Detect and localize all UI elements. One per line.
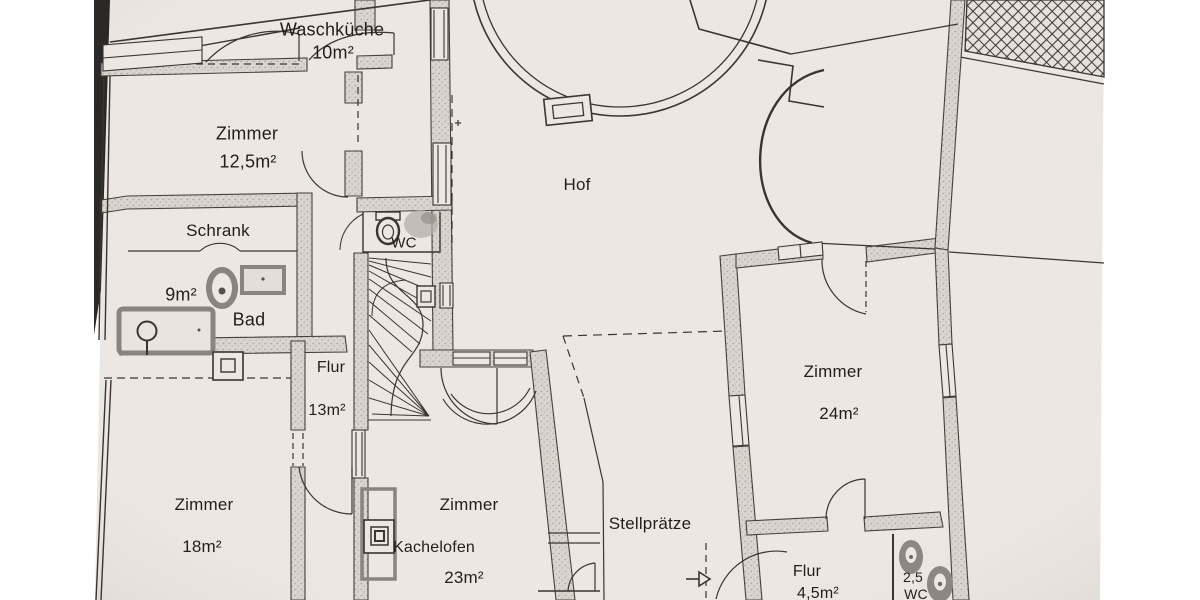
paper-shading: [95, 0, 1104, 600]
dashed-lines: [104, 63, 867, 600]
crosshatch-neighbor-area: [959, 0, 1105, 85]
wc25-fixtures: [899, 540, 953, 600]
kachelofen-icon: [360, 487, 397, 581]
entrance-arrow-icon: [686, 570, 712, 588]
hof-circle: [473, 0, 767, 127]
wc-toilet-icon: [375, 210, 438, 246]
bathtub-icon: [116, 306, 216, 356]
door-swings: [205, 30, 867, 600]
bad-fixtures: [116, 265, 286, 381]
thin-walls: [95, 0, 1105, 600]
chimney-icon: [212, 351, 244, 381]
spiral-staircase-icon: [368, 257, 436, 421]
window-symbols: [102, 7, 957, 479]
